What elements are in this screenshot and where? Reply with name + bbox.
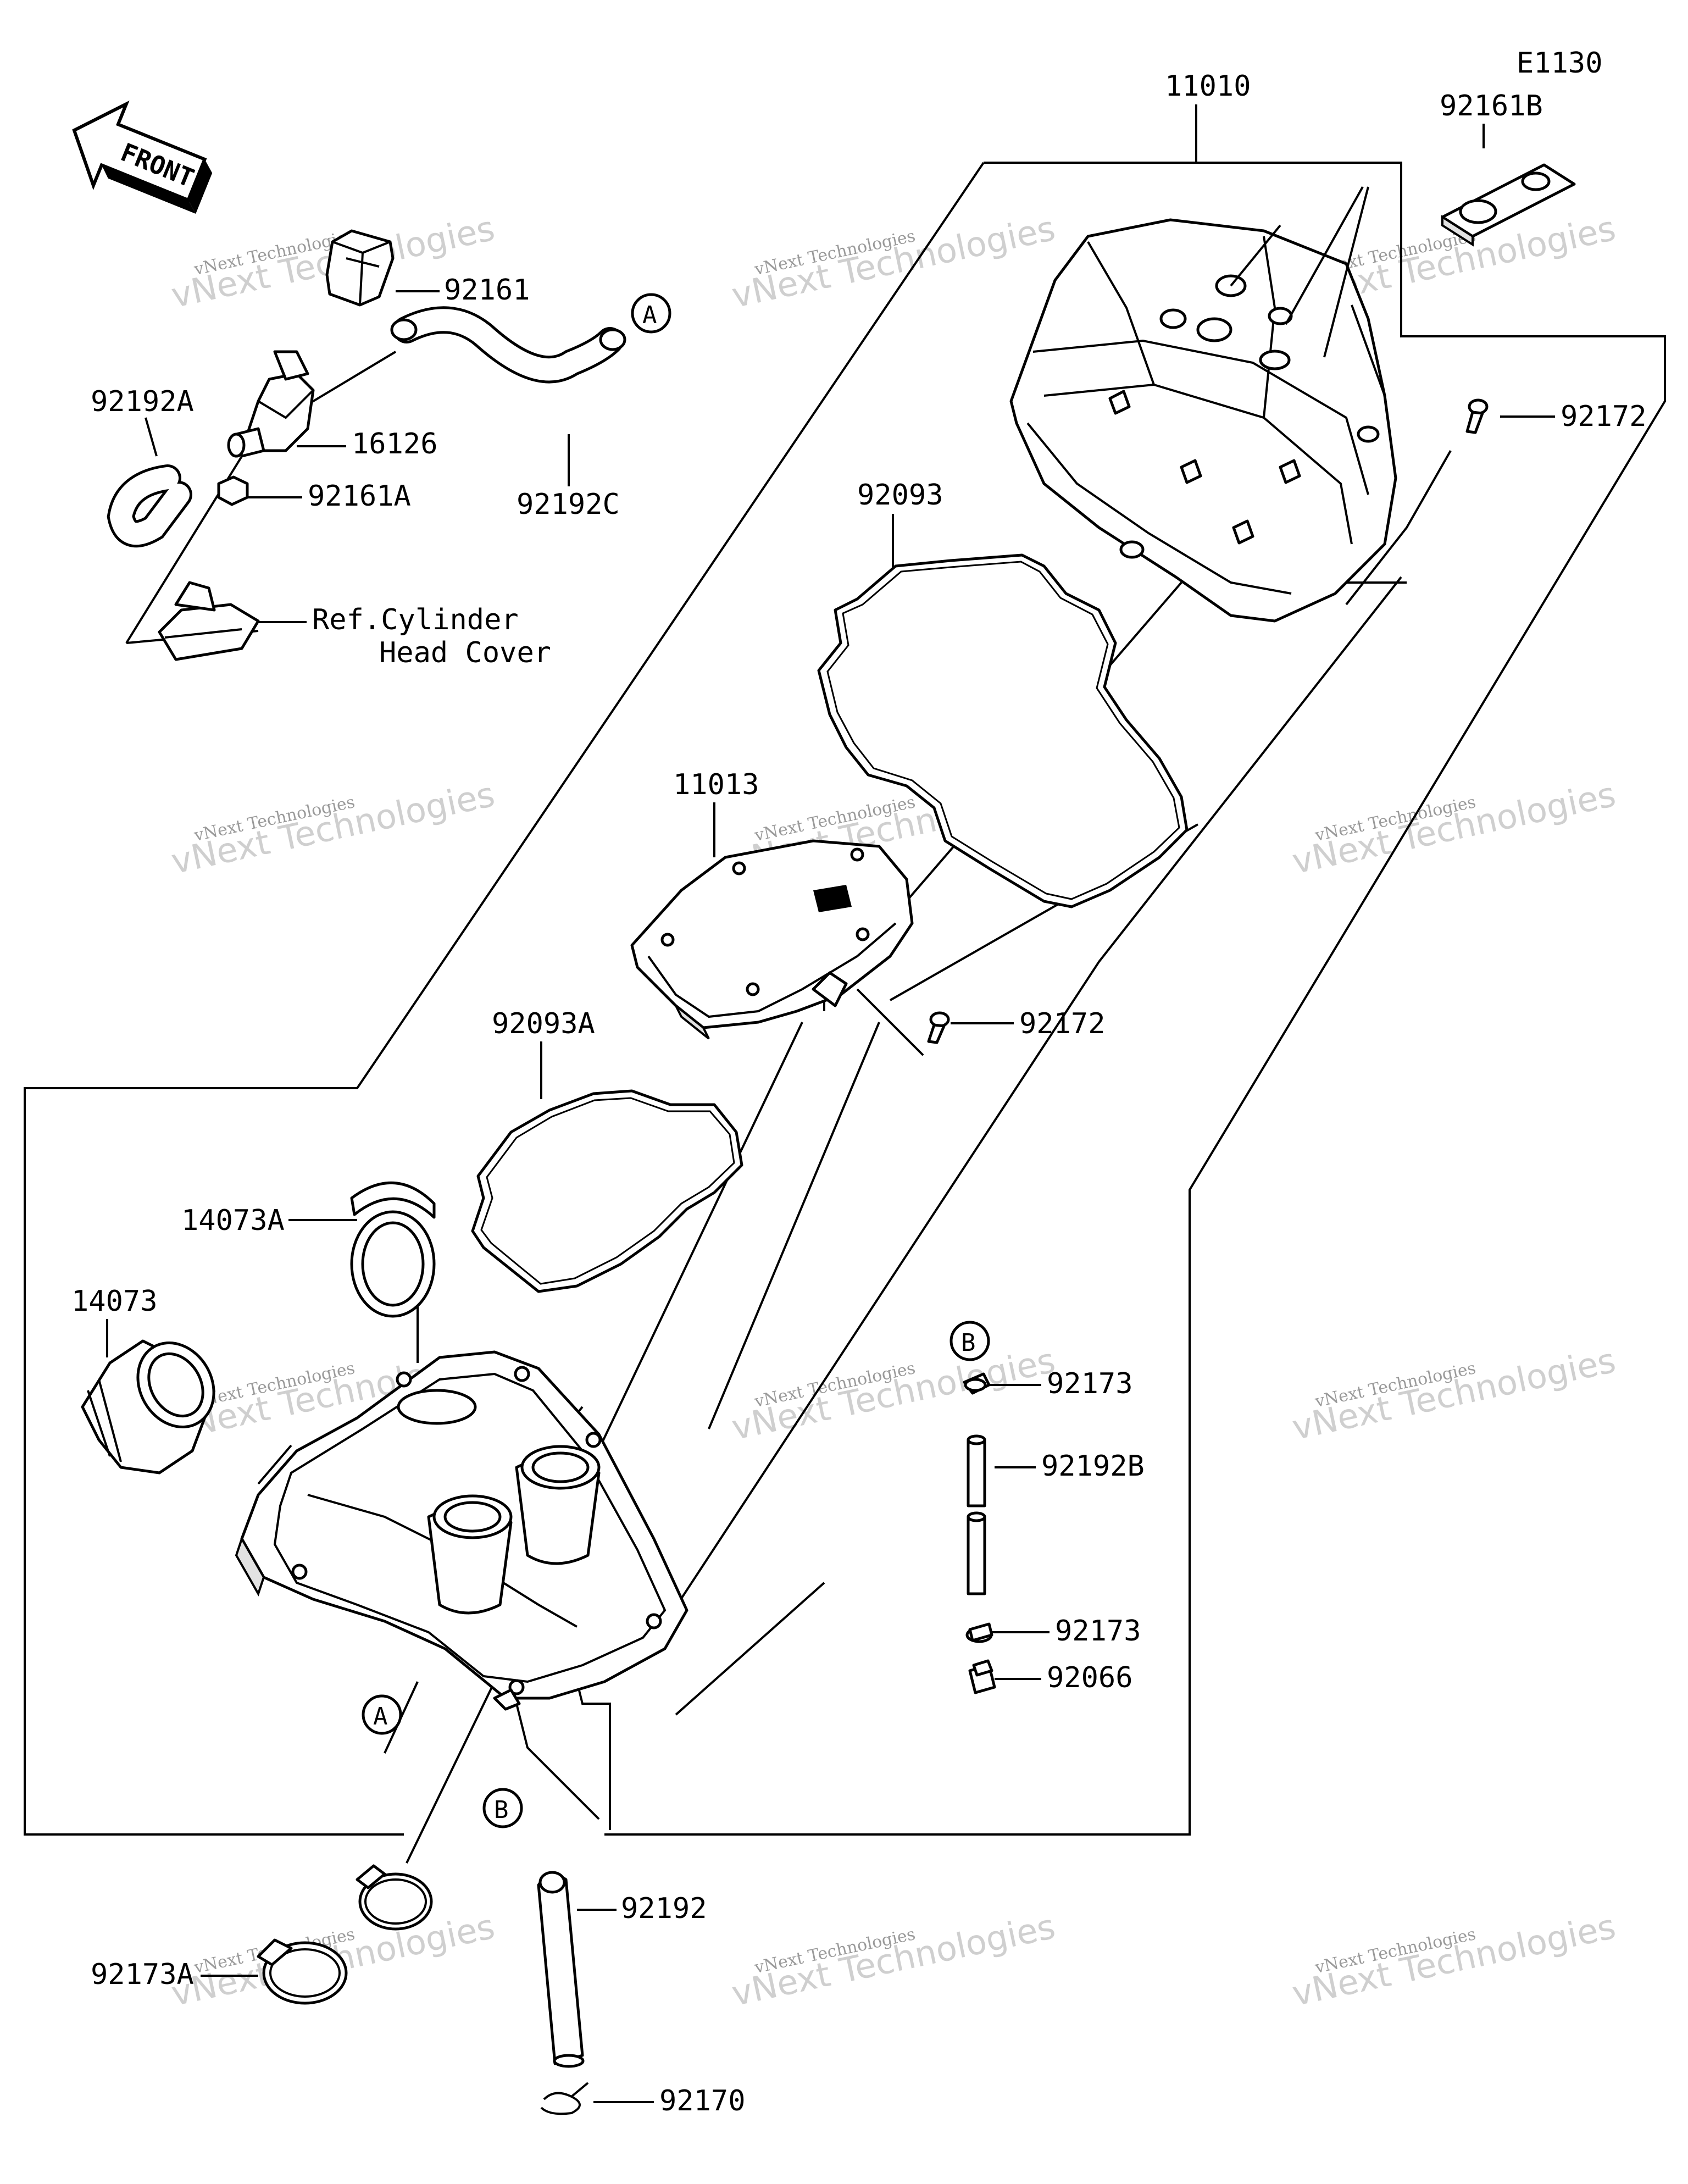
leader-lines [106,104,1555,2103]
part-label-11010: 11010 [1165,70,1251,103]
watermark: vNext Technologies vNext Technologies [168,774,498,882]
rubber-92161 [325,229,395,307]
watermark: vNext Technologies vNext Technologies [1289,774,1619,882]
part-label-92172-top: 92172 [1561,400,1647,433]
clamp-92173-top [963,1372,991,1395]
gasket-92093a [471,1089,743,1293]
watermark: vNext Technologies vNext Technologies [1289,1906,1619,2014]
part-label-92192c: 92192C [517,488,620,521]
air-cleaner-upper-housing-11010 [1009,186,1397,623]
clamp-92173a [257,1864,433,2005]
hose-92192a [107,464,192,548]
valve-16126 [227,350,315,458]
reference-line-2: Head Cover [379,636,551,669]
callout-b-bottom: B [482,1788,523,1828]
watermark: vNext Technologies vNext Technologies [1289,1340,1619,1448]
svg-text:A: A [642,301,657,329]
hose-92192b [967,1434,986,1595]
part-label-92173a: 92173A [91,1958,194,1991]
part-label-16126: 16126 [352,428,438,461]
duct-14073a [350,1181,436,1318]
part-label-14073: 14073 [71,1285,158,1318]
screw-92172-top [1465,398,1489,434]
watermarks: vNext Technologies vNext Technologies vN… [168,208,1619,2014]
part-label-92161a: 92161A [308,480,411,513]
diagram-code: E1130 [1517,47,1603,80]
part-label-92172-mid: 92172 [1019,1007,1106,1040]
svg-text:A: A [373,1703,388,1731]
gasket-92093 [817,553,1189,908]
assembly-boundary [24,162,1666,1836]
plug-92066 [968,1659,996,1694]
clamp-92173-bottom [965,1622,993,1643]
part-label-11013: 11013 [673,768,759,801]
part-label-92093: 92093 [857,479,943,512]
part-label-92173-bottom: 92173 [1055,1615,1141,1648]
callout-a-top: A [631,293,671,334]
watermark: vNext Technologies vNext Technologies [728,1906,1058,2014]
rubber-92161a [217,475,249,506]
reference-line-1: Ref.Cylinder [312,603,519,636]
plate-92161b [1441,163,1576,247]
air-filter-element-11013 [630,839,914,1040]
hose-92192c [390,306,626,384]
air-cleaner-lower-housing [235,1350,688,1711]
hose-92192 [537,1871,585,2068]
front-direction-arrow: FRONT [72,100,213,214]
svg-text:B: B [494,1796,509,1824]
part-label-14073a: 14073A [181,1204,285,1237]
clip-92170 [540,2082,589,2115]
part-label-92161: 92161 [444,274,530,307]
duct-14073 [81,1339,215,1475]
part-label-92161b: 92161B [1440,90,1543,123]
screw-92172-mid [927,1011,950,1044]
part-label-92066: 92066 [1047,1661,1133,1694]
watermark: vNext Technologies vNext Technologies [728,1340,1058,1448]
part-label-92093a: 92093A [492,1007,595,1040]
part-label-92173-top: 92173 [1047,1367,1133,1400]
part-label-92192a: 92192A [91,385,194,418]
part-label-92192b: 92192B [1041,1450,1145,1483]
part-label-92192: 92192 [621,1892,707,1925]
callout-b-right: B [949,1321,990,1361]
callout-a-bottom: A [362,1694,402,1735]
svg-text:B: B [961,1329,976,1357]
ref-cylinder-head-cover [158,581,260,661]
part-label-92170: 92170 [659,2085,746,2118]
